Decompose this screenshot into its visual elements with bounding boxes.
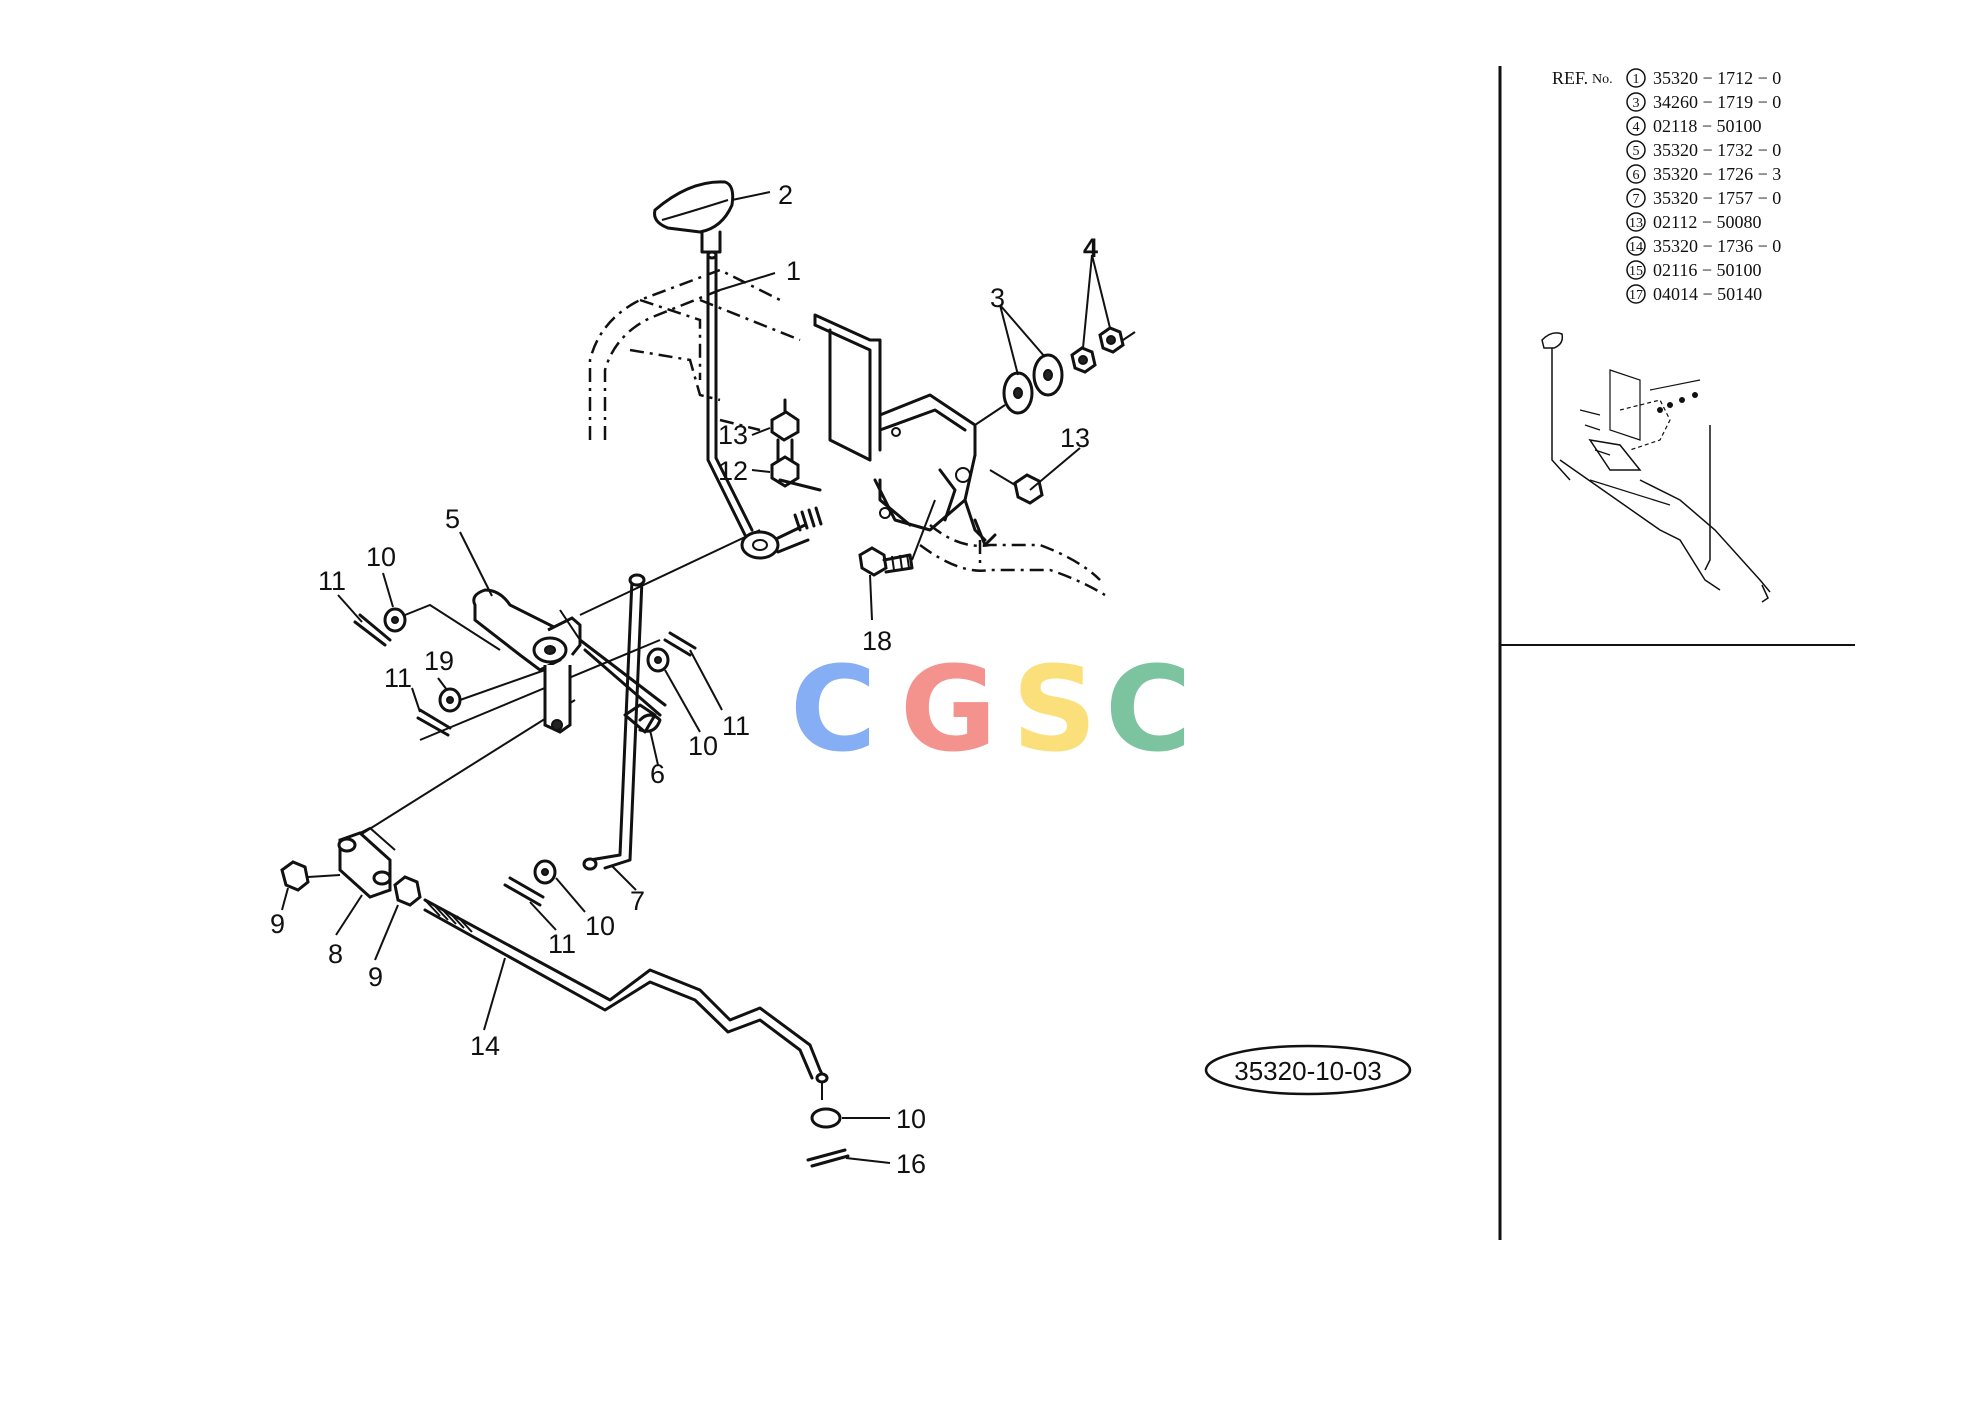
bolt-nut-stack: [770, 398, 822, 492]
callout-9-left: 9: [270, 909, 285, 939]
callout-6: 6: [650, 759, 665, 789]
rod-14: [423, 898, 829, 1100]
ref-part-number: 35320 − 1757 − 0: [1653, 188, 1781, 208]
ref-number-circle: [1626, 116, 1646, 136]
ref-part-number: 02116 − 50100: [1653, 260, 1761, 280]
hex-nut-9-right: [393, 875, 422, 907]
callout-10-a: 10: [366, 542, 396, 572]
ref-number: 17: [1629, 288, 1643, 303]
ref-number: 6: [1633, 168, 1640, 183]
cotter-pin-11-b: [416, 708, 452, 737]
inset-overview: [1541, 332, 1771, 603]
ref-number-circle: [1626, 68, 1646, 88]
ref-prefix: REF.: [1552, 68, 1588, 88]
ref-part-number: 35320 − 1712 − 0: [1653, 68, 1781, 88]
callout-2: 2: [778, 180, 793, 210]
ref-number-circle: [1626, 260, 1646, 280]
ref-part-number: 35320 − 1736 − 0: [1653, 236, 1781, 256]
callout-9-right: 9: [368, 962, 383, 992]
ref-number-circle: [1626, 236, 1646, 256]
link-rod-7: [582, 573, 657, 871]
callouts: 2 1 4 3 13 12 13 5 10 11 18 19 11 11 10 …: [270, 180, 1098, 1179]
drawing-number: 35320-10-03: [1204, 1044, 1412, 1096]
ref-part-number: 35320 − 1732 − 0: [1653, 140, 1781, 160]
ref-part-number: 35320 − 1726 − 3: [1653, 164, 1781, 184]
callout-11-c: 11: [722, 711, 750, 741]
ref-part-number: 02118 − 50100: [1653, 116, 1761, 136]
leader-lines: [281, 191, 1111, 1164]
shift-lever: [706, 250, 823, 560]
cotter-pin-11-c: [663, 631, 697, 657]
callout-7: 7: [630, 886, 645, 916]
ref-number: 7: [1633, 192, 1640, 207]
ref-number-circle: [1626, 212, 1646, 232]
ref-number-circle: [1626, 164, 1646, 184]
ref-number-circle: [1626, 284, 1646, 304]
hex-nut-right: [1013, 473, 1044, 505]
ref-number: 4: [1633, 120, 1640, 135]
reference-table: REF. No. 1 35320 − 1712 − 0 3 34260 − 1719 …: [1552, 68, 1781, 304]
callout-11-d: 11: [548, 929, 576, 959]
callout-12: 12: [718, 456, 748, 486]
ref-number-circle: [1626, 140, 1646, 160]
callout-16: 16: [896, 1149, 926, 1179]
washers-and-nuts: [974, 326, 1136, 426]
ref-number: 15: [1629, 264, 1643, 279]
ref-number-circle: [1626, 92, 1646, 112]
callout-11-a: 11: [318, 566, 346, 596]
callout-13-right: 13: [1060, 423, 1090, 453]
spring-clip-6: [638, 713, 662, 733]
callout-5: 5: [445, 504, 460, 534]
callout-10-d: 10: [896, 1104, 926, 1134]
callout-13-top: 13: [718, 420, 748, 450]
watermark: C G S C: [790, 640, 1192, 778]
ref-number-circle: [1626, 188, 1646, 208]
mounting-bracket: [813, 313, 997, 547]
hex-nut-9-left: [280, 860, 310, 892]
watermark-letter-s: S: [1012, 640, 1097, 778]
callout-10-b: 10: [688, 731, 718, 761]
hex-bolt-18: [858, 499, 936, 577]
lever-knob: [653, 180, 735, 254]
cotter-pin-11-a: [353, 613, 392, 647]
ref-number: 5: [1633, 144, 1640, 159]
callout-8: 8: [328, 939, 343, 969]
ref-number: 14: [1629, 240, 1643, 255]
frame-outline: [588, 268, 1106, 597]
ref-prefix-no: No.: [1592, 72, 1613, 87]
cotter-pin-11-d: [503, 876, 545, 907]
lever-arm-5: [472, 588, 667, 734]
watermark-letter-c1: C: [790, 640, 877, 778]
callout-10-c: 10: [585, 911, 615, 941]
ref-number: 13: [1629, 216, 1643, 231]
drawing-number-text: 35320-10-03: [1234, 1056, 1381, 1086]
callout-1: 1: [786, 256, 801, 286]
clip-pin-16: [806, 1148, 850, 1168]
callout-18: 18: [862, 626, 892, 656]
watermark-letter-c2: C: [1105, 640, 1192, 778]
callout-3: 3: [990, 283, 1005, 313]
ref-number: 3: [1633, 96, 1640, 111]
ref-number: 1: [1633, 72, 1640, 87]
callout-4: 4: [1083, 233, 1098, 263]
ref-part-number: 34260 − 1719 − 0: [1653, 92, 1781, 112]
watermark-letter-g: G: [900, 640, 997, 778]
callout-11-b: 11: [384, 663, 412, 693]
ref-part-number: 04014 − 50140: [1653, 284, 1762, 304]
bracket-8: [337, 826, 396, 899]
washer-10-bottom: [810, 1107, 842, 1129]
main-exploded-view: 2 1 4 3 13 12 13 5 10 11 18 19 11 11 10 …: [270, 180, 1136, 1179]
ref-part-number: 02112 − 50080: [1653, 212, 1761, 232]
callout-19: 19: [424, 646, 454, 676]
callout-14: 14: [470, 1031, 500, 1061]
